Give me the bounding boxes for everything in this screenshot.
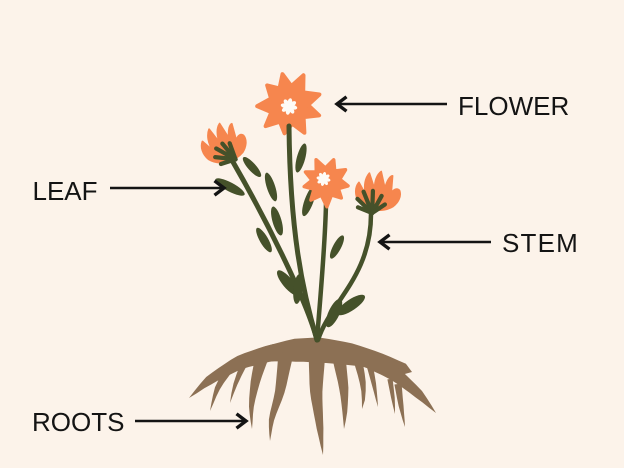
svg-text:FLOWER: FLOWER [458,91,569,121]
svg-text:LEAF: LEAF [33,176,98,206]
svg-text:ROOTS: ROOTS [32,407,124,437]
svg-text:STEM: STEM [502,228,579,258]
